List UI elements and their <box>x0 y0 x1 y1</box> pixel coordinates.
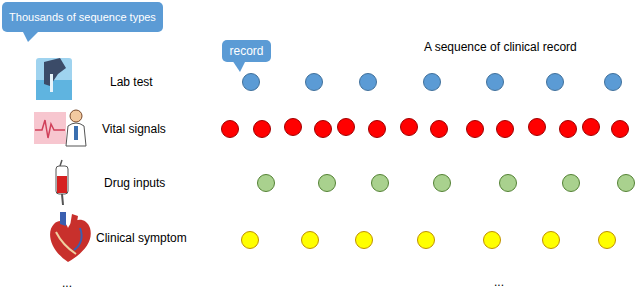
callout-text: Thousands of sequence types <box>9 11 156 23</box>
callout-text: record <box>229 44 263 58</box>
sequence-heading: A sequence of clinical record <box>424 40 577 54</box>
row-label: Vital signals <box>102 122 166 136</box>
row-label: Lab test <box>110 75 153 89</box>
syringe-icon <box>56 160 68 205</box>
row-label: Clinical symptom <box>96 231 187 245</box>
row-label: Drug inputs <box>104 176 165 190</box>
vital-record-dots <box>222 119 629 138</box>
lab-record-dots <box>243 74 622 91</box>
ellipsis: ... <box>494 275 504 289</box>
callout-bubble: record <box>222 40 271 62</box>
lab-icon <box>36 58 72 100</box>
heart-icon <box>50 212 91 262</box>
vital-signals-icon <box>34 110 86 146</box>
callout-bubble: Thousands of sequence types <box>2 2 163 32</box>
ellipsis: ... <box>62 276 72 290</box>
symptom-record-dots <box>242 232 616 249</box>
drug-record-dots <box>258 175 635 192</box>
